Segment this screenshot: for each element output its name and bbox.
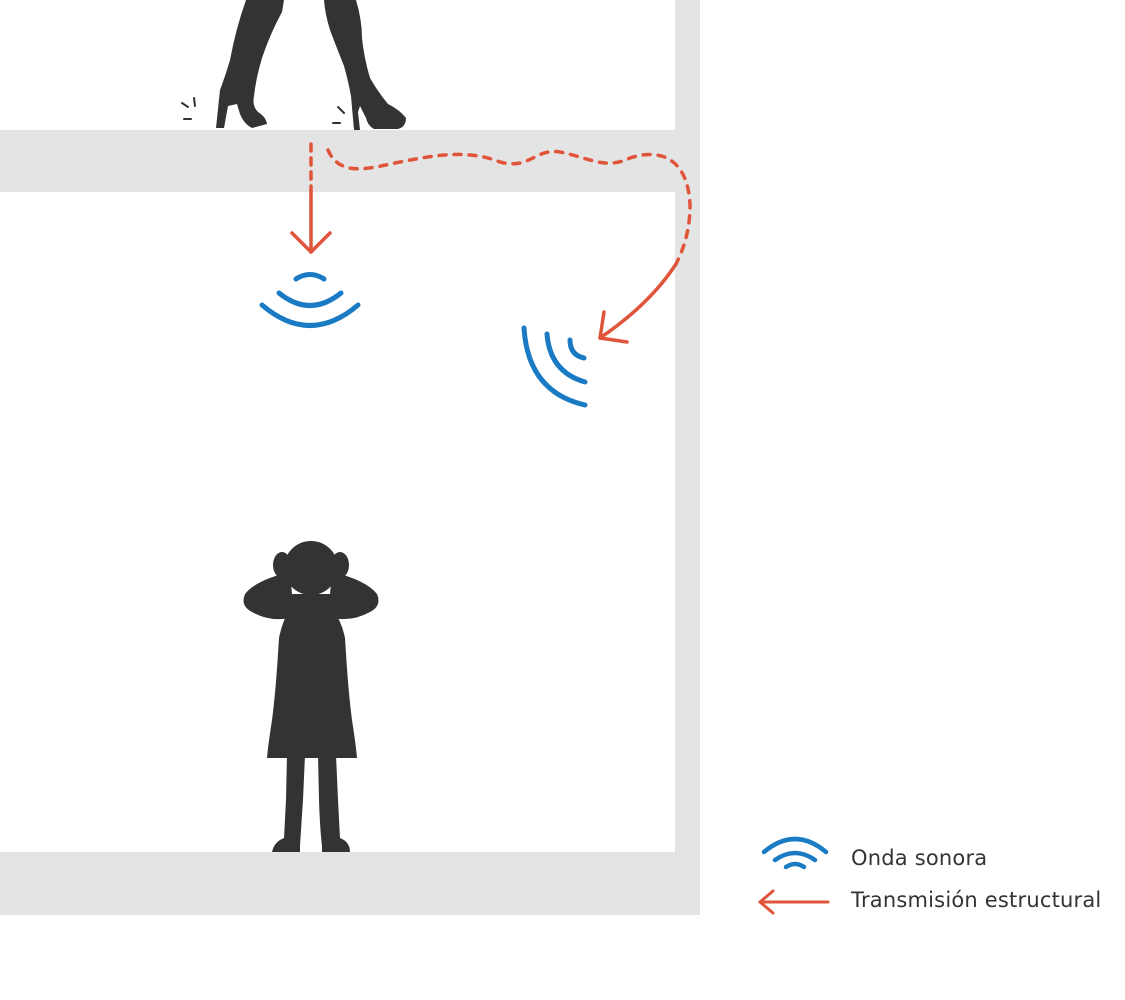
walking-woman-legs-silhouette <box>216 0 406 130</box>
girl-pigtail-left <box>273 552 291 578</box>
impact-mark <box>337 106 345 114</box>
sound-wave-arc-medium <box>544 331 588 385</box>
curved-solid-arrow-shaft <box>598 262 678 340</box>
sound-wave-arc-large <box>521 325 588 408</box>
impact-marks <box>181 97 345 124</box>
girl-covering-ears-silhouette <box>243 541 379 852</box>
curved-arrow-head <box>598 310 629 344</box>
legend-sound-wave-icon <box>761 836 829 870</box>
legend <box>758 836 830 915</box>
legend-structural-transmission-label: Transmisión estructural <box>851 888 1102 912</box>
right-leg <box>324 0 406 130</box>
left-leg <box>216 0 284 128</box>
legend-wave-arc-medium <box>772 850 818 863</box>
right-wall <box>675 0 700 915</box>
vertical-arrow-head <box>290 231 332 254</box>
sound-wave-arc-medium <box>276 290 344 308</box>
impact-mark <box>193 97 196 107</box>
sound-wave-arc-small <box>293 272 327 282</box>
legend-sound-wave-label: Onda sonora <box>851 846 988 870</box>
sound-wave-icon <box>259 272 361 328</box>
lower-floor-slab <box>0 852 700 915</box>
building-structure <box>0 0 700 915</box>
impact-mark <box>181 102 189 108</box>
girl-dress <box>267 608 357 758</box>
legend-wave-arc-small <box>783 861 807 870</box>
girl-pigtail-right <box>331 552 349 578</box>
sound-wave-arc-large <box>259 302 361 328</box>
legend-wave-arc-large <box>761 836 829 855</box>
girl-arms <box>243 572 379 620</box>
upper-floor-slab <box>0 130 700 192</box>
structural-transmission-paths <box>290 142 692 344</box>
girl-head <box>284 541 338 595</box>
sound-wave-arc-small <box>567 337 587 361</box>
girl-leg-right <box>318 755 350 852</box>
arrow-left-icon <box>758 889 830 915</box>
sound-wave-icon <box>521 325 588 408</box>
legend-arrow-head <box>758 889 775 915</box>
wavy-dashed-path <box>326 148 692 266</box>
girl-leg-left <box>272 755 305 852</box>
